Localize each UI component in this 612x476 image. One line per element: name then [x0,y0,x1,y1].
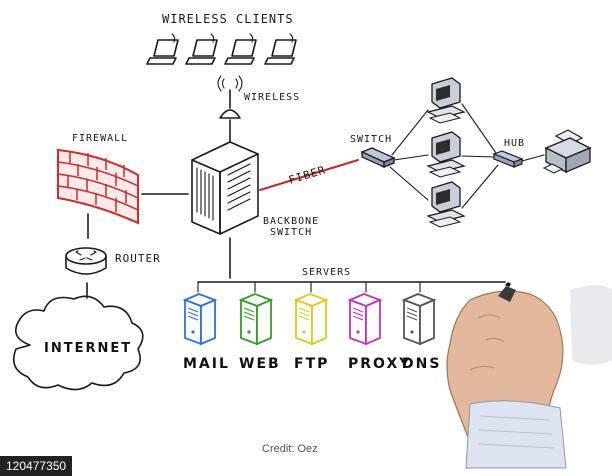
wireless-access-point-icon [217,75,243,119]
server-drops [197,281,421,293]
router-label: ROUTER [115,252,161,265]
server-icon-ftp [293,293,329,346]
internet-label: INTERNET [44,341,132,356]
fiber-label: FIBER [287,163,327,187]
hub-label: HUB [504,138,525,149]
switch-icon [360,147,396,169]
backbone-switch-label: SWITCH [270,227,312,238]
internet-cloud-icon [12,295,144,391]
workstation-icon-2 [426,131,466,178]
server-icon-proxy [347,293,383,346]
server-icon-dns [401,293,437,346]
laptop-icon-1 [146,33,179,65]
firewall-label: FIREWALL [72,133,128,144]
servers-label: SERVERS [302,267,351,278]
image-credit: Credit: Oez [262,443,318,455]
wireless-clients-label: WIRELESS CLIENTS [162,12,294,26]
server-label-mail: MAIL [183,356,230,372]
laptop-icon-4 [264,33,297,65]
server-label-web: WEB [239,356,281,372]
server-label-proxy: PROXY [348,356,411,372]
backbone-label: BACKBONE [263,216,319,227]
server-label-dns: DNS [402,356,441,372]
backbone-switch-icon [191,141,259,235]
stock-image-id: 120477350 [0,456,73,476]
fiber-link [259,159,359,191]
printer-icon [542,129,592,174]
switch-links [389,109,429,201]
server-label-ftp: FTP [294,356,329,372]
workstation-icon-3 [426,181,466,228]
firewall-icon [57,148,139,225]
router-icon [65,247,107,275]
hand-with-marker-image [446,282,612,469]
server-icon-mail [182,293,218,346]
workstation-icon-1 [426,77,466,124]
hub-links [461,103,545,209]
laptop-icon-3 [224,33,257,65]
server-icon-web [238,293,274,346]
laptop-icon-2 [185,33,218,65]
switch-label: SWITCH [350,134,392,145]
wireless-label: WIRELESS [244,92,300,103]
